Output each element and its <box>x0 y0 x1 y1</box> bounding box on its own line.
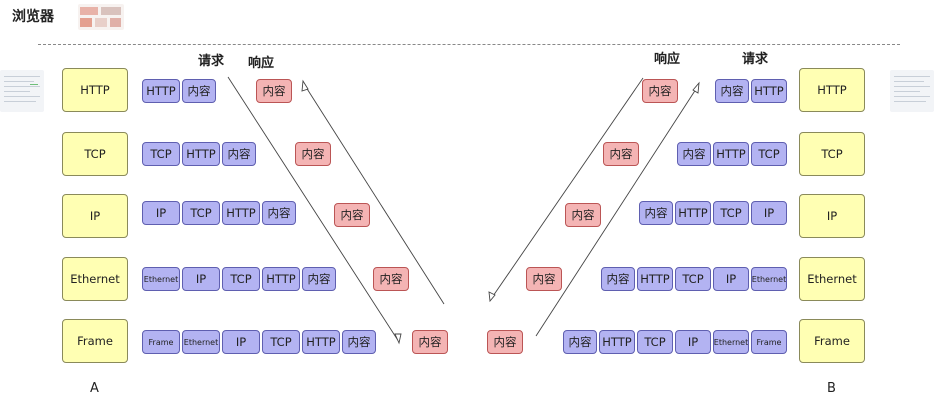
layer-ethernet-a: Ethernet <box>62 257 128 301</box>
segment-ethernet: Ethernet <box>751 267 787 291</box>
response-payload: 内容 <box>373 267 409 291</box>
layer-ethernet-b: Ethernet <box>799 257 865 301</box>
segment-content: 内容 <box>677 142 711 166</box>
segment-content: 内容 <box>182 79 216 103</box>
segment-http: HTTP <box>599 330 635 354</box>
segment-content: 内容 <box>639 201 673 225</box>
segment-ethernet: Ethernet <box>142 267 180 291</box>
segment-http: HTTP <box>142 79 180 103</box>
document-thumbnail-a <box>0 70 44 112</box>
segment-frame: Frame <box>142 330 180 354</box>
request-label-b: 请求 <box>742 52 769 67</box>
segment-http: HTTP <box>262 267 300 291</box>
segment-ip: IP <box>142 201 180 225</box>
segment-content: 内容 <box>262 201 296 225</box>
segment-http: HTTP <box>182 142 220 166</box>
response-payload: 内容 <box>642 79 678 103</box>
response-label-a: 响应 <box>248 56 275 71</box>
segment-ip: IP <box>222 330 260 354</box>
segment-ip: IP <box>713 267 749 291</box>
segment-http: HTTP <box>675 201 711 225</box>
layer-ip-a: IP <box>62 194 128 238</box>
host-label-b: B <box>827 381 836 396</box>
segment-content: 内容 <box>342 330 376 354</box>
response-payload: 内容 <box>256 79 292 103</box>
segment-tcp: TCP <box>262 330 300 354</box>
segment-content: 内容 <box>601 267 635 291</box>
response-flow-line-a <box>303 83 445 305</box>
layer-http-a: HTTP <box>62 68 128 112</box>
segment-tcp: TCP <box>675 267 711 291</box>
host-label-a: A <box>90 381 99 396</box>
segment-ip: IP <box>182 267 220 291</box>
segment-http: HTTP <box>637 267 673 291</box>
segment-tcp: TCP <box>222 267 260 291</box>
arrow-head <box>394 333 402 345</box>
segment-http: HTTP <box>713 142 749 166</box>
request-flow-line-b <box>535 85 699 337</box>
response-payload: 内容 <box>565 203 601 227</box>
layer-ip-b: IP <box>799 194 865 238</box>
layer-tcp-b: TCP <box>799 132 865 176</box>
segment-frame: Frame <box>751 330 787 354</box>
segment-http: HTTP <box>302 330 340 354</box>
arrow-head <box>488 291 496 303</box>
response-payload: 内容 <box>412 330 448 354</box>
browser-divider <box>38 44 900 45</box>
segment-tcp: TCP <box>637 330 673 354</box>
layer-frame-b: Frame <box>799 319 865 363</box>
request-label-a: 请求 <box>198 54 225 69</box>
response-payload: 内容 <box>295 142 331 166</box>
segment-http: HTTP <box>222 201 260 225</box>
response-payload: 内容 <box>526 267 562 291</box>
segment-content: 内容 <box>302 267 336 291</box>
segment-ethernet: Ethernet <box>182 330 220 354</box>
segment-content: 内容 <box>222 142 256 166</box>
arrow-head <box>301 79 309 92</box>
layer-frame-a: Frame <box>62 319 128 363</box>
segment-tcp: TCP <box>182 201 220 225</box>
segment-content: 内容 <box>715 79 749 103</box>
segment-ip: IP <box>751 201 787 225</box>
response-payload: 内容 <box>487 330 523 354</box>
response-payload: 内容 <box>603 142 639 166</box>
document-thumbnail-b <box>890 70 934 112</box>
segment-tcp: TCP <box>713 201 749 225</box>
browser-screenshot-thumbnail <box>78 4 124 30</box>
segment-tcp: TCP <box>142 142 180 166</box>
response-flow-line-b <box>490 77 644 300</box>
segment-content: 内容 <box>563 330 597 354</box>
segment-ip: IP <box>675 330 711 354</box>
layer-tcp-a: TCP <box>62 132 128 176</box>
request-flow-line-a <box>227 76 400 343</box>
response-payload: 内容 <box>334 203 370 227</box>
layer-http-b: HTTP <box>799 68 865 112</box>
segment-ethernet: Ethernet <box>713 330 749 354</box>
segment-tcp: TCP <box>751 142 787 166</box>
response-label-b: 响应 <box>654 52 681 67</box>
page-title: 浏览器 <box>12 9 54 25</box>
segment-http: HTTP <box>751 79 787 103</box>
arrow-head <box>692 81 700 94</box>
